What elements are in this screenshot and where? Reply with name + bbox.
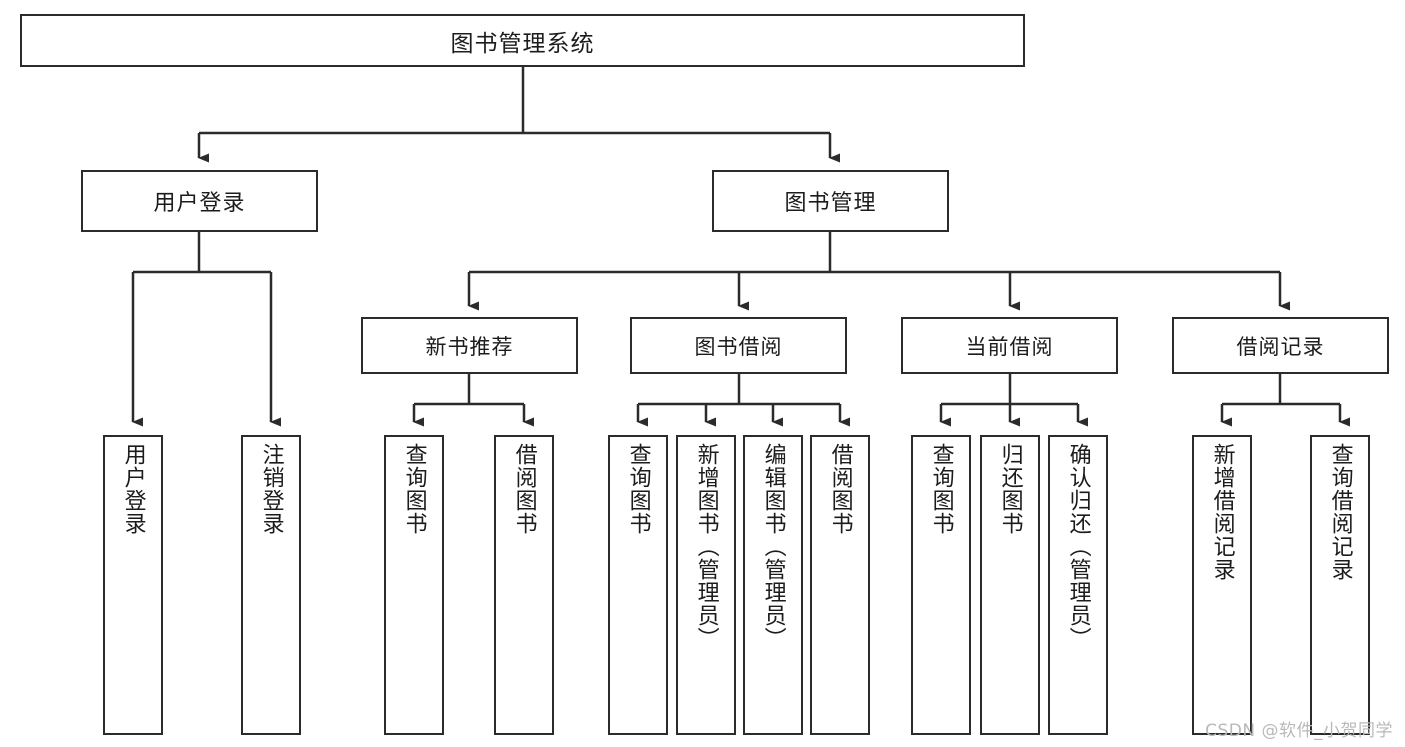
node-leaf-query-book-2-label: 查询图书 [625,443,651,535]
node-leaf-query-record-label: 查询借阅记录 [1327,443,1353,581]
node-new-book-rec-label: 新书推荐 [425,334,514,359]
node-leaf-add-book[interactable]: 新增图书（管理员） [676,435,736,735]
node-leaf-borrow-book-1[interactable]: 借阅图书 [494,435,554,735]
node-leaf-logout[interactable]: 注销登录 [241,435,301,735]
node-leaf-query-book-1[interactable]: 查询图书 [384,435,444,735]
node-root-label: 图书管理系统 [450,30,595,57]
node-book-borrow-label: 图书借阅 [694,334,783,359]
node-book-borrow[interactable]: 图书借阅 [630,317,847,374]
node-leaf-logout-label: 注销登录 [258,443,284,535]
node-leaf-edit-book-label: 编辑图书（管理员） [760,443,786,650]
node-leaf-query-book-2[interactable]: 查询图书 [608,435,668,735]
node-borrow-record[interactable]: 借阅记录 [1172,317,1389,374]
node-user-login[interactable]: 用户登录 [81,170,318,232]
node-current-borrow-label: 当前借阅 [965,334,1054,359]
node-leaf-query-book-3[interactable]: 查询图书 [911,435,971,735]
node-leaf-user-login[interactable]: 用户登录 [103,435,163,735]
node-book-manage-label: 图书管理 [784,191,877,216]
node-leaf-add-book-label: 新增图书（管理员） [693,443,719,650]
node-leaf-return-book-label: 归还图书 [997,443,1023,535]
node-user-login-label: 用户登录 [153,191,246,216]
node-leaf-confirm-return-label: 确认归还（管理员） [1065,443,1091,650]
node-leaf-query-book-3-label: 查询图书 [928,443,954,535]
node-leaf-borrow-book-1-label: 借阅图书 [511,443,537,535]
node-new-book-rec[interactable]: 新书推荐 [361,317,578,374]
node-leaf-query-record[interactable]: 查询借阅记录 [1310,435,1370,735]
node-leaf-add-record[interactable]: 新增借阅记录 [1192,435,1252,735]
node-leaf-add-record-label: 新增借阅记录 [1209,443,1235,581]
node-leaf-edit-book[interactable]: 编辑图书（管理员） [743,435,803,735]
node-leaf-return-book[interactable]: 归还图书 [980,435,1040,735]
node-root[interactable]: 图书管理系统 [20,14,1025,67]
node-leaf-confirm-return[interactable]: 确认归还（管理员） [1048,435,1108,735]
node-book-manage[interactable]: 图书管理 [712,170,949,232]
node-leaf-borrow-book-2[interactable]: 借阅图书 [810,435,870,735]
node-current-borrow[interactable]: 当前借阅 [901,317,1118,374]
node-leaf-borrow-book-2-label: 借阅图书 [827,443,853,535]
node-borrow-record-label: 借阅记录 [1236,334,1325,359]
node-leaf-user-login-label: 用户登录 [120,443,146,535]
node-leaf-query-book-1-label: 查询图书 [401,443,427,535]
